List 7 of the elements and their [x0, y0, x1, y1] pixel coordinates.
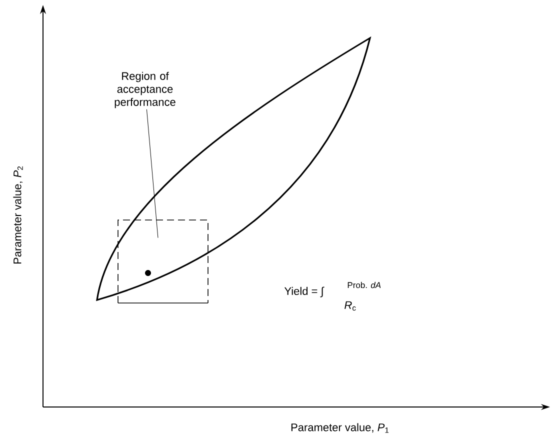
acceptance-region	[96, 37, 371, 301]
region-label: Region of acceptance performance	[114, 72, 176, 108]
integral-upper-limit: Prob. dA	[348, 282, 381, 288]
yield-label: Yield = ∫	[284, 286, 324, 298]
axis-label: Parameter value, P$_{2}$	[13, 166, 23, 264]
leader-line	[146, 109, 158, 238]
axis-label: Parameter value, P$_{1}$	[291, 423, 389, 433]
